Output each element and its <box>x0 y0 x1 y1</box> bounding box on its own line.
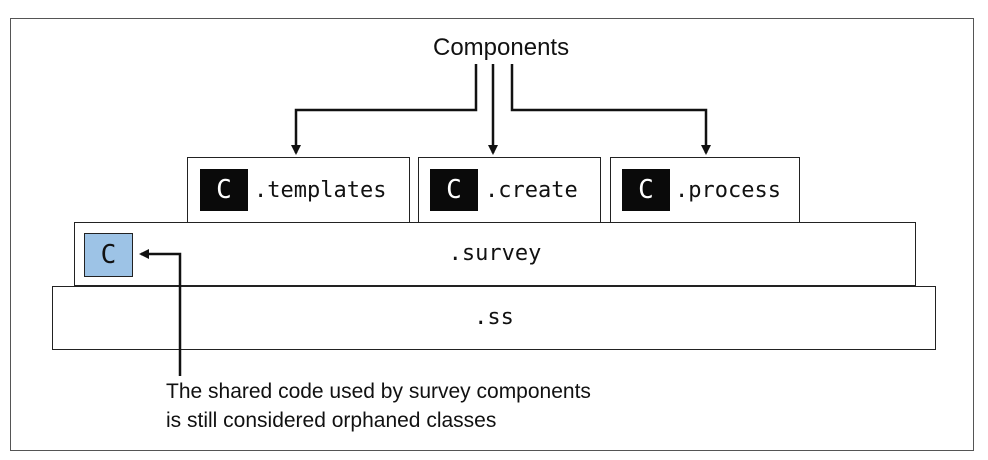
base-layer-label: .ss <box>474 305 514 330</box>
component-label-templates: .templates <box>254 178 387 203</box>
caption-line-1: The shared code used by survey component… <box>166 380 591 403</box>
component-badge: C <box>200 169 248 211</box>
shared-component-badge: C <box>84 233 133 277</box>
component-label-create: .create <box>485 178 578 203</box>
component-box-create: C .create <box>418 157 601 223</box>
survey-layer-label: .survey <box>448 241 542 266</box>
survey-layer: C .survey <box>74 222 916 286</box>
caption-line-2: is still considered orphaned classes <box>166 409 497 432</box>
component-badge: C <box>430 169 478 211</box>
arrow-to-process <box>510 64 711 155</box>
component-box-process: C .process <box>610 157 800 223</box>
component-label-process: .process <box>675 178 781 203</box>
arrow-to-templates <box>291 64 478 155</box>
components-label: Components <box>433 34 570 61</box>
arrow-to-shared-code <box>139 249 182 376</box>
base-layer: .ss <box>52 286 936 350</box>
component-badge: C <box>622 169 670 211</box>
